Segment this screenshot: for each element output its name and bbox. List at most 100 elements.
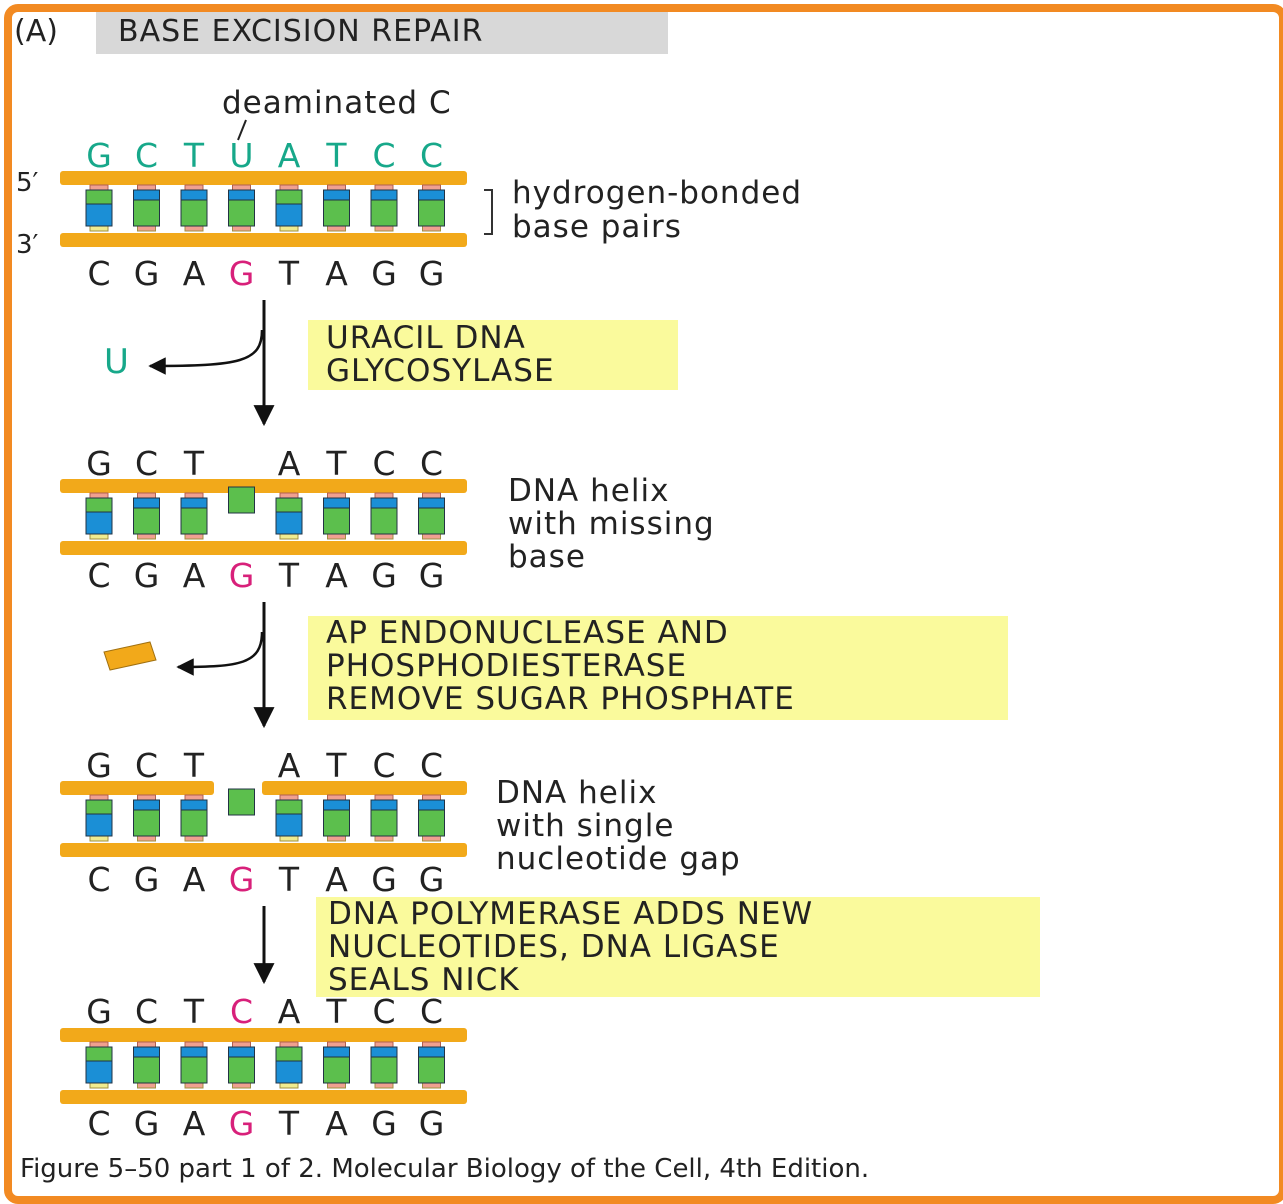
figure-caption: Figure 5–50 part 1 of 2. Molecular Biolo… [20, 1154, 870, 1184]
h-bond-bottom [232, 1082, 251, 1089]
sequence-letter: G [133, 556, 160, 595]
top-backbone [60, 479, 467, 493]
sequence-letter: U [229, 136, 254, 175]
h-bond-bottom [279, 225, 299, 232]
h-bond-top [327, 794, 346, 801]
h-bond-top [232, 184, 251, 191]
sequence-letter: C [87, 254, 111, 293]
h-bond-bottom [89, 533, 109, 540]
h-bond-top [184, 794, 204, 801]
enzyme1-line1: URACIL DNA [326, 320, 526, 356]
h-bond-bottom [137, 225, 156, 232]
h-bond-bottom [184, 533, 204, 540]
enzyme2-line2: PHOSPHODIESTERASE [326, 648, 688, 684]
bottom-base [418, 809, 445, 837]
title-box [96, 12, 668, 54]
sequence-letter: C [419, 444, 444, 483]
h-bond-bottom [422, 1082, 441, 1089]
sequence-letter: A [182, 556, 206, 595]
h-bond-top [232, 1041, 251, 1048]
bottom-backbone [60, 1090, 467, 1104]
base-pair-bracket [484, 189, 493, 235]
sequence-letter: A [182, 1104, 206, 1143]
sequence-letter: T [326, 746, 347, 785]
bottom-base [275, 813, 303, 837]
bottom-base [180, 1056, 208, 1084]
step2-release-arrow [176, 631, 264, 676]
sequence-letter: T [183, 746, 205, 785]
sequence-letter: T [278, 1104, 300, 1143]
enzyme3-line3: SEALS NICK [328, 962, 520, 998]
bottom-base [180, 199, 208, 227]
sequence-letter: A [325, 1104, 348, 1143]
h-bond-bottom [137, 1082, 156, 1089]
h-bond-bottom [327, 225, 346, 232]
h-bond-bottom [327, 835, 346, 842]
sequence-letter: C [419, 992, 444, 1031]
top-backbone-left [60, 781, 214, 795]
h-bond-bottom [184, 225, 204, 232]
bottom-base [370, 809, 398, 837]
h-bond-top [184, 184, 204, 191]
bottom-base [180, 507, 208, 535]
h-bond-bottom [89, 835, 109, 842]
dna2-label-line2: with missing [508, 506, 715, 542]
sequence-letter: G [228, 254, 255, 293]
bottom-base [275, 1060, 303, 1084]
sequence-letter: G [133, 1104, 160, 1143]
h-bond-top [374, 794, 394, 801]
sequence-letter: T [278, 556, 300, 595]
h-bond-bottom [327, 1082, 346, 1089]
strand-5prime-label: 5′ [16, 168, 39, 198]
h-bond-top [279, 492, 299, 499]
h-bond-top [279, 184, 299, 191]
sequence-letter: G [228, 860, 255, 899]
bottom-base [133, 199, 160, 227]
sequence-letter: G [371, 254, 397, 293]
sequence-letter: C [134, 992, 159, 1031]
sequence-letter: G [133, 254, 160, 293]
bottom-base [228, 788, 255, 816]
bottom-base [228, 1056, 255, 1084]
bottom-base [228, 486, 255, 514]
h-bond-bottom [184, 835, 204, 842]
sequence-letter: G [86, 992, 112, 1031]
sequence-letter: T [326, 136, 347, 175]
panel-tag: (A) [14, 14, 58, 49]
bottom-base [180, 809, 208, 837]
sequence-letter: G [418, 556, 445, 595]
h-bond-top [184, 1041, 204, 1048]
h-bond-top [89, 492, 109, 499]
h-bond-top [374, 184, 394, 191]
bottom-base [418, 199, 445, 227]
diagram-title: BASE EXCISION REPAIR [118, 14, 484, 49]
dna3-label-line1: DNA helix [496, 775, 658, 811]
bottom-base [228, 199, 255, 227]
strand-3prime-label: 3′ [16, 230, 39, 260]
enzyme2-line1: AP ENDONUCLEASE AND [326, 615, 729, 651]
enzyme3-line1: DNA POLYMERASE ADDS NEW [328, 896, 814, 932]
sequence-letter: G [86, 136, 112, 175]
sequence-letter: G [371, 860, 397, 899]
h-bond-top [89, 184, 109, 191]
sequence-letter: G [418, 860, 445, 899]
bottom-base [133, 809, 160, 837]
h-bond-top [184, 492, 204, 499]
bottom-base [370, 1056, 398, 1084]
h-bond-bottom [89, 1082, 109, 1089]
enzyme3-line2: NUCLEOTIDES, DNA LIGASE [328, 929, 780, 965]
h-bond-bottom [327, 533, 346, 540]
h-bond-bottom [89, 225, 109, 232]
sequence-letter: G [371, 556, 397, 595]
figure-frame [4, 4, 1283, 1204]
sequence-letter: C [372, 444, 396, 483]
bracket-label-line2: base pairs [512, 209, 682, 245]
h-bond-top [327, 1041, 346, 1048]
sequence-letter: T [326, 992, 347, 1031]
sequence-letter: T [278, 254, 300, 293]
h-bond-bottom [137, 835, 156, 842]
bottom-base [323, 809, 350, 837]
dna2-label-line3: base [508, 539, 586, 575]
sequence-letter: C [87, 1104, 111, 1143]
